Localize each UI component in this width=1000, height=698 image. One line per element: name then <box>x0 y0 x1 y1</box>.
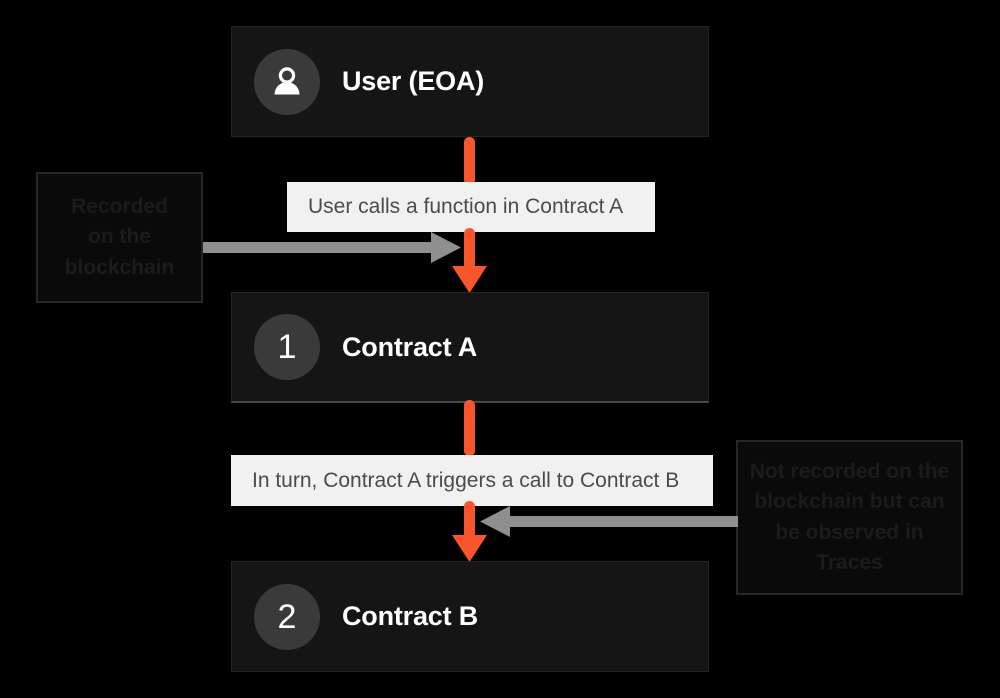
annotation-left-line-2: on the <box>88 225 151 249</box>
annotation-right-line-4: Traces <box>816 550 883 574</box>
annotation-recorded-on-blockchain: Recorded on the blockchain <box>36 172 203 303</box>
step-badge-1: 1 <box>254 314 320 380</box>
node-contract-a[interactable]: 1 Contract A <box>231 292 709 403</box>
annotation-arrow-left <box>203 230 463 265</box>
annotation-left-line-1: Recorded <box>71 194 168 218</box>
connector-label1-to-contract-a <box>449 228 490 294</box>
connector-label2-to-contract-b <box>449 501 490 563</box>
annotation-right-line-3: be observed in <box>775 520 924 544</box>
node-title-user: User (EOA) <box>342 66 485 96</box>
node-contract-b[interactable]: 2 Contract B <box>231 561 709 672</box>
message-label-2: In turn, Contract A triggers a call to C… <box>231 455 713 506</box>
node-title-contract-a: Contract A <box>342 331 478 362</box>
user-avatar-icon <box>254 48 320 115</box>
node-title-contract-b: Contract B <box>342 601 479 631</box>
connector-contract-a-to-label2 <box>464 400 475 456</box>
annotation-right-line-1: Not recorded on the <box>749 459 950 483</box>
annotation-not-recorded-traces: Not recorded on the blockchain but can b… <box>736 440 963 595</box>
connector-user-to-label1 <box>464 137 475 185</box>
annotation-right-line-2: blockchain but can <box>754 490 945 514</box>
node-user[interactable]: User (EOA) <box>231 26 709 137</box>
message-label-1: User calls a function in Contract A <box>287 182 655 232</box>
annotation-arrow-right <box>478 504 738 539</box>
message-label-2-text: In turn, Contract A triggers a call to C… <box>252 468 680 492</box>
message-label-1-text: User calls a function in Contract A <box>308 195 624 218</box>
step-badge-2: 2 <box>254 583 320 650</box>
annotation-left-line-3: blockchain <box>64 255 175 279</box>
